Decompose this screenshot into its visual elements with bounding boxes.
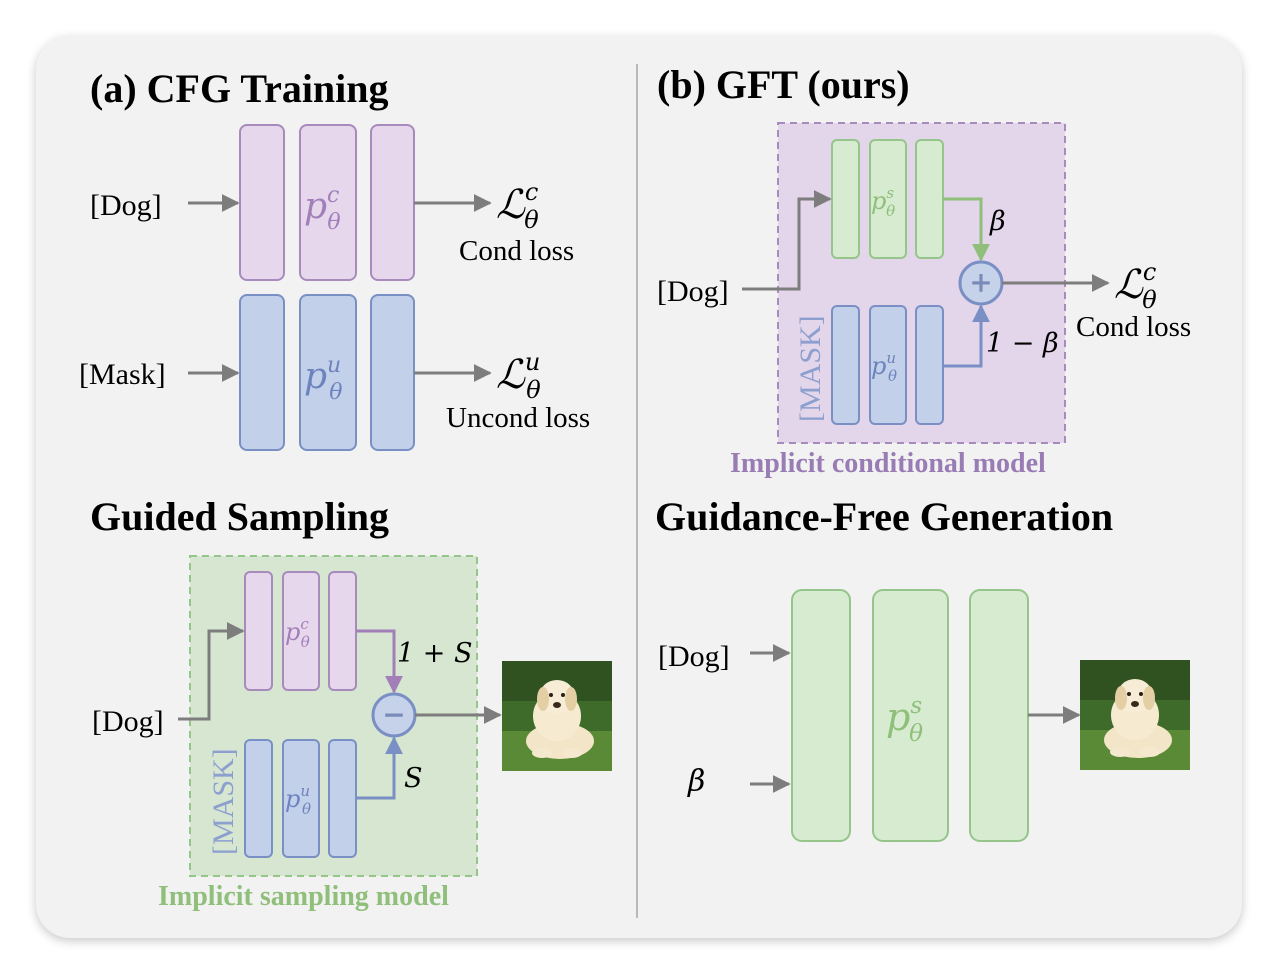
implicit-conditional-model-caption: Implicit conditional model bbox=[730, 448, 1046, 479]
guided-cond-block-3 bbox=[328, 571, 357, 691]
gft-sampling-block-3 bbox=[915, 139, 944, 259]
gft-input-arrow bbox=[742, 190, 832, 291]
cfg-dog-input-label: [Dog] bbox=[90, 189, 162, 222]
free-output-dog-image bbox=[1080, 660, 1190, 770]
guided-cond-block-1 bbox=[244, 571, 273, 691]
gft-sampling-block-2 bbox=[869, 139, 907, 259]
guided-uncond-block-1 bbox=[244, 739, 273, 858]
gft-uncond-block-2 bbox=[869, 305, 907, 425]
gft-sampling-block-1 bbox=[831, 139, 860, 259]
cfg-uncond-block-1 bbox=[239, 294, 285, 451]
free-model-block-3 bbox=[969, 589, 1029, 842]
gft-mask-label: [MASK] bbox=[794, 315, 827, 422]
implicit-sampling-model-caption: Implicit sampling model bbox=[158, 881, 449, 912]
free-model-block-2 bbox=[872, 589, 949, 842]
guided-uncond-block-3 bbox=[328, 739, 357, 858]
guided-cond-weight: 1 + S bbox=[397, 638, 472, 669]
guided-uncond-weight: S bbox=[404, 763, 423, 794]
guided-input-arrow bbox=[178, 622, 245, 721]
gft-sampling-to-op-arrow bbox=[943, 197, 990, 262]
cfg-cond-block-1 bbox=[239, 124, 285, 281]
gft-uncond-to-op-arrow bbox=[943, 304, 990, 368]
subtract-operator-symbol: − bbox=[382, 698, 405, 731]
guided-uncond-to-op-arrow bbox=[356, 736, 403, 800]
gft-loss-label: Cond loss bbox=[1076, 311, 1191, 343]
free-dog-input-label: [Dog] bbox=[658, 640, 730, 673]
guided-mask-label: [MASK] bbox=[207, 748, 240, 855]
cfg-training-title: (a) CFG Training bbox=[90, 66, 389, 111]
add-operator-symbol: + bbox=[969, 266, 992, 299]
cfg-cond-block-3 bbox=[370, 124, 415, 281]
cfg-uncond-block-2 bbox=[299, 294, 357, 451]
gft-uncond-block-1 bbox=[831, 305, 860, 425]
guided-output-dog-image bbox=[502, 661, 612, 771]
guided-cond-block-2 bbox=[282, 571, 320, 691]
cfg-cond-block-2 bbox=[299, 124, 357, 281]
guided-cond-to-op-arrow bbox=[356, 629, 403, 694]
cfg-uncond-block-3 bbox=[370, 294, 415, 451]
guided-uncond-block-2 bbox=[282, 739, 320, 858]
guidance-free-generation-title: Guidance-Free Generation bbox=[655, 494, 1113, 539]
gft-title: (b) GFT (ours) bbox=[657, 62, 910, 107]
cfg-uncond-loss-label: Uncond loss bbox=[446, 402, 590, 434]
gft-one-minus-beta-weight: 1 − β bbox=[986, 328, 1059, 359]
guided-dog-input-label: [Dog] bbox=[92, 705, 164, 738]
cfg-mask-input-label: [Mask] bbox=[79, 358, 166, 391]
guided-sampling-title: Guided Sampling bbox=[90, 494, 389, 539]
free-model-block-1 bbox=[791, 589, 851, 842]
gft-dog-input-label: [Dog] bbox=[657, 275, 729, 308]
free-beta-input-label: β bbox=[687, 764, 705, 799]
gft-beta-weight: β bbox=[989, 206, 1006, 237]
gft-uncond-block-3 bbox=[915, 305, 944, 425]
cfg-cond-loss-label: Cond loss bbox=[459, 235, 574, 267]
